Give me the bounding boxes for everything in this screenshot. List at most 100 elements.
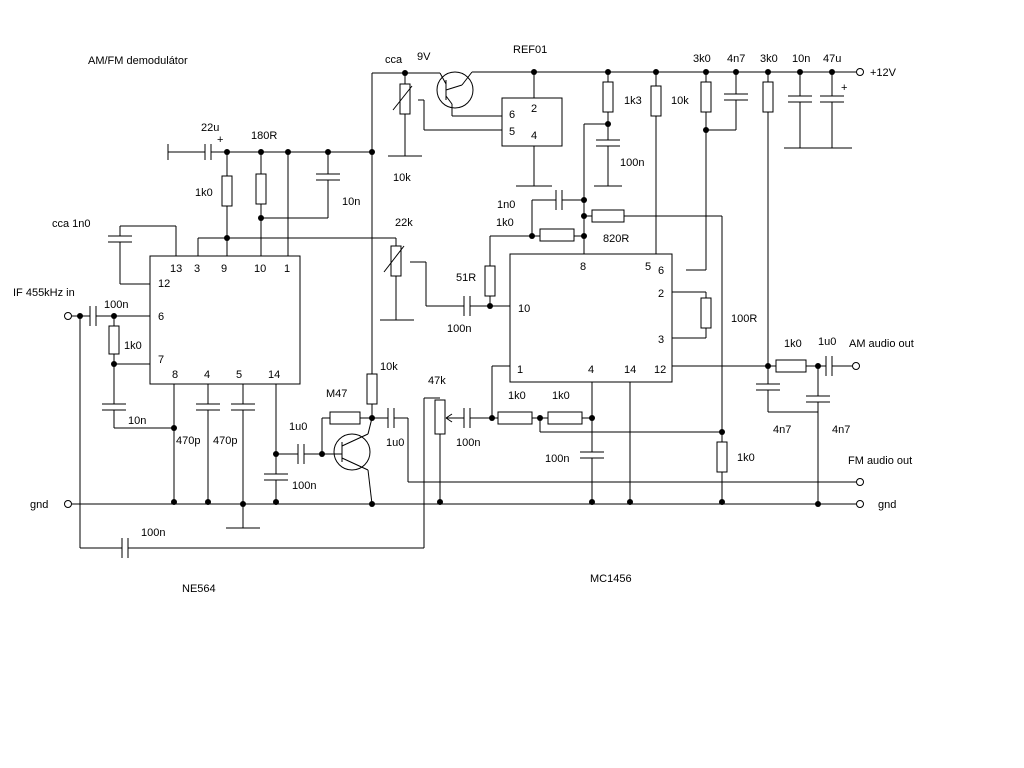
cap-100n-d-label: 100n	[292, 480, 316, 492]
cap-100n-b-label: 100n	[447, 323, 471, 335]
mc1456-feedback-network	[484, 190, 723, 442]
cap-470p-b-label: 470p	[213, 435, 237, 447]
ref01-ic	[501, 97, 563, 147]
mc1456-label: MC1456	[590, 573, 632, 585]
resistor-3k0-a	[686, 72, 748, 271]
cap-10n-c-label: 10n	[792, 53, 810, 65]
ne564-pin-9: 9	[221, 263, 227, 275]
ne564-pin-5: 5	[236, 369, 242, 381]
cap-22u-label: 22u	[201, 122, 219, 134]
cap-100n-a-label: 100n	[104, 299, 128, 311]
cap-100n-g-label: 100n	[141, 527, 165, 539]
ne564-bottom-network	[173, 384, 322, 529]
resistor-10k-pin5	[650, 72, 662, 254]
fm-output-terminal[interactable]	[856, 478, 864, 486]
mc1456-pin-1: 1	[517, 364, 523, 376]
ne564-pin-10: 10	[254, 263, 266, 275]
ref01-pin-2: 2	[531, 103, 537, 115]
cap-cca-1n0-label: cca 1n0	[52, 218, 91, 230]
mc1456-pin-2: 2	[658, 288, 664, 300]
if-input-network	[72, 306, 440, 558]
resistor-3k0-b	[762, 72, 774, 366]
junction-dots	[77, 69, 835, 507]
potentiometer-47k-label: 47k	[428, 375, 446, 387]
resistor-10k-b-label: 10k	[380, 361, 398, 373]
resistor-51r-label: 51R	[456, 272, 476, 284]
trimmer-10k-ref	[388, 73, 502, 157]
plus12v-terminal[interactable]	[856, 68, 864, 76]
fm-output-label: FM audio out	[848, 455, 912, 467]
ne564-pin-1: 1	[284, 263, 290, 275]
am-output-label: AM audio out	[849, 338, 914, 350]
mc1456-pin-8: 8	[580, 261, 586, 273]
resistor-1k0-c-label: 1k0	[496, 217, 514, 229]
cap-10n-b-label: 10n	[128, 415, 146, 427]
cap-10n-a-label: 10n	[342, 196, 360, 208]
trimmer-22k	[380, 238, 510, 321]
cap-1u0-b-label: 1u0	[386, 437, 404, 449]
am-output-terminal[interactable]	[852, 362, 860, 370]
ne564-label: NE564	[182, 583, 216, 595]
resistor-3k0-b-label: 3k0	[760, 53, 778, 65]
cap-470p-a-label: 470p	[176, 435, 200, 447]
resistor-1k0-d-label: 1k0	[508, 390, 526, 402]
potentiometer-47k	[434, 365, 728, 502]
gnd-right-label: gnd	[878, 499, 896, 511]
ne564-pin-13: 13	[170, 263, 182, 275]
resistor-m47-label: M47	[326, 388, 347, 400]
cap-1u0-c-label: 1u0	[818, 336, 836, 348]
ref01-pin-6: 6	[509, 109, 515, 121]
mc1456-pin-12: 12	[654, 364, 666, 376]
ne564-pin-3: 3	[194, 263, 200, 275]
mc1456-pin-4: 4	[588, 364, 594, 376]
v9-label: 9V	[417, 51, 431, 63]
cap-4n7-b-label: 4n7	[773, 424, 791, 436]
if-input-label: IF 455kHz in	[13, 287, 75, 299]
schematic-title: AM/FM demodulátor	[88, 55, 188, 67]
ne564-pin-7: 7	[158, 354, 164, 366]
am-output-network	[672, 356, 852, 504]
resistor-1k0-a-label: 1k0	[195, 187, 213, 199]
mc1456-pin-14: 14	[624, 364, 636, 376]
cap-47u-label: 47u	[823, 53, 841, 65]
ne564-pin-6: 6	[158, 311, 164, 323]
mc1456-pin-3: 3	[658, 334, 664, 346]
mc1456-pin-6: 6	[658, 265, 664, 277]
gnd-left-terminal[interactable]	[64, 500, 72, 508]
resistor-1k3	[583, 72, 622, 254]
cap-1n0-label: 1n0	[497, 199, 515, 211]
resistor-10k-a-label: 10k	[671, 95, 689, 107]
resistor-100r	[672, 291, 712, 339]
if-input-terminal[interactable]	[64, 312, 72, 320]
gnd-right-terminal[interactable]	[856, 500, 864, 508]
cap-100n-e-label: 100n	[456, 437, 480, 449]
mc1456-pin-10: 10	[518, 303, 530, 315]
resistor-820r-label: 820R	[603, 233, 629, 245]
resistor-1k3-label: 1k3	[624, 95, 642, 107]
mc1456-pin-5: 5	[645, 261, 651, 273]
cap-1u0-a-label: 1u0	[289, 421, 307, 433]
plus12v-label: +12V	[870, 67, 897, 79]
ne564-ic	[149, 255, 301, 385]
decoupling-caps	[784, 72, 852, 149]
ne564-pin-8: 8	[172, 369, 178, 381]
cca-label: cca	[385, 54, 403, 66]
cap-100n-f-label: 100n	[545, 453, 569, 465]
ne564-pin-4: 4	[204, 369, 210, 381]
ref01-pin-5: 5	[509, 126, 515, 138]
resistor-180r-label: 180R	[251, 130, 277, 142]
ref01-label: REF01	[513, 44, 547, 56]
ref01-transistor-symbol	[436, 71, 502, 117]
resistor-100r-label: 100R	[731, 313, 757, 325]
ne564-top-network	[108, 144, 396, 285]
cap-4n7-c-label: 4n7	[832, 424, 850, 436]
mc1456-ic	[509, 253, 673, 383]
cap-47u-plus: +	[841, 82, 847, 94]
trimmer-10k-label: 10k	[393, 172, 411, 184]
resistor-1k0-f-label: 1k0	[737, 452, 755, 464]
resistor-1k0-b-label: 1k0	[124, 340, 142, 352]
ne564-pin-12: 12	[158, 278, 170, 290]
ne564-pin-14: 14	[268, 369, 280, 381]
resistor-3k0-a-label: 3k0	[693, 53, 711, 65]
